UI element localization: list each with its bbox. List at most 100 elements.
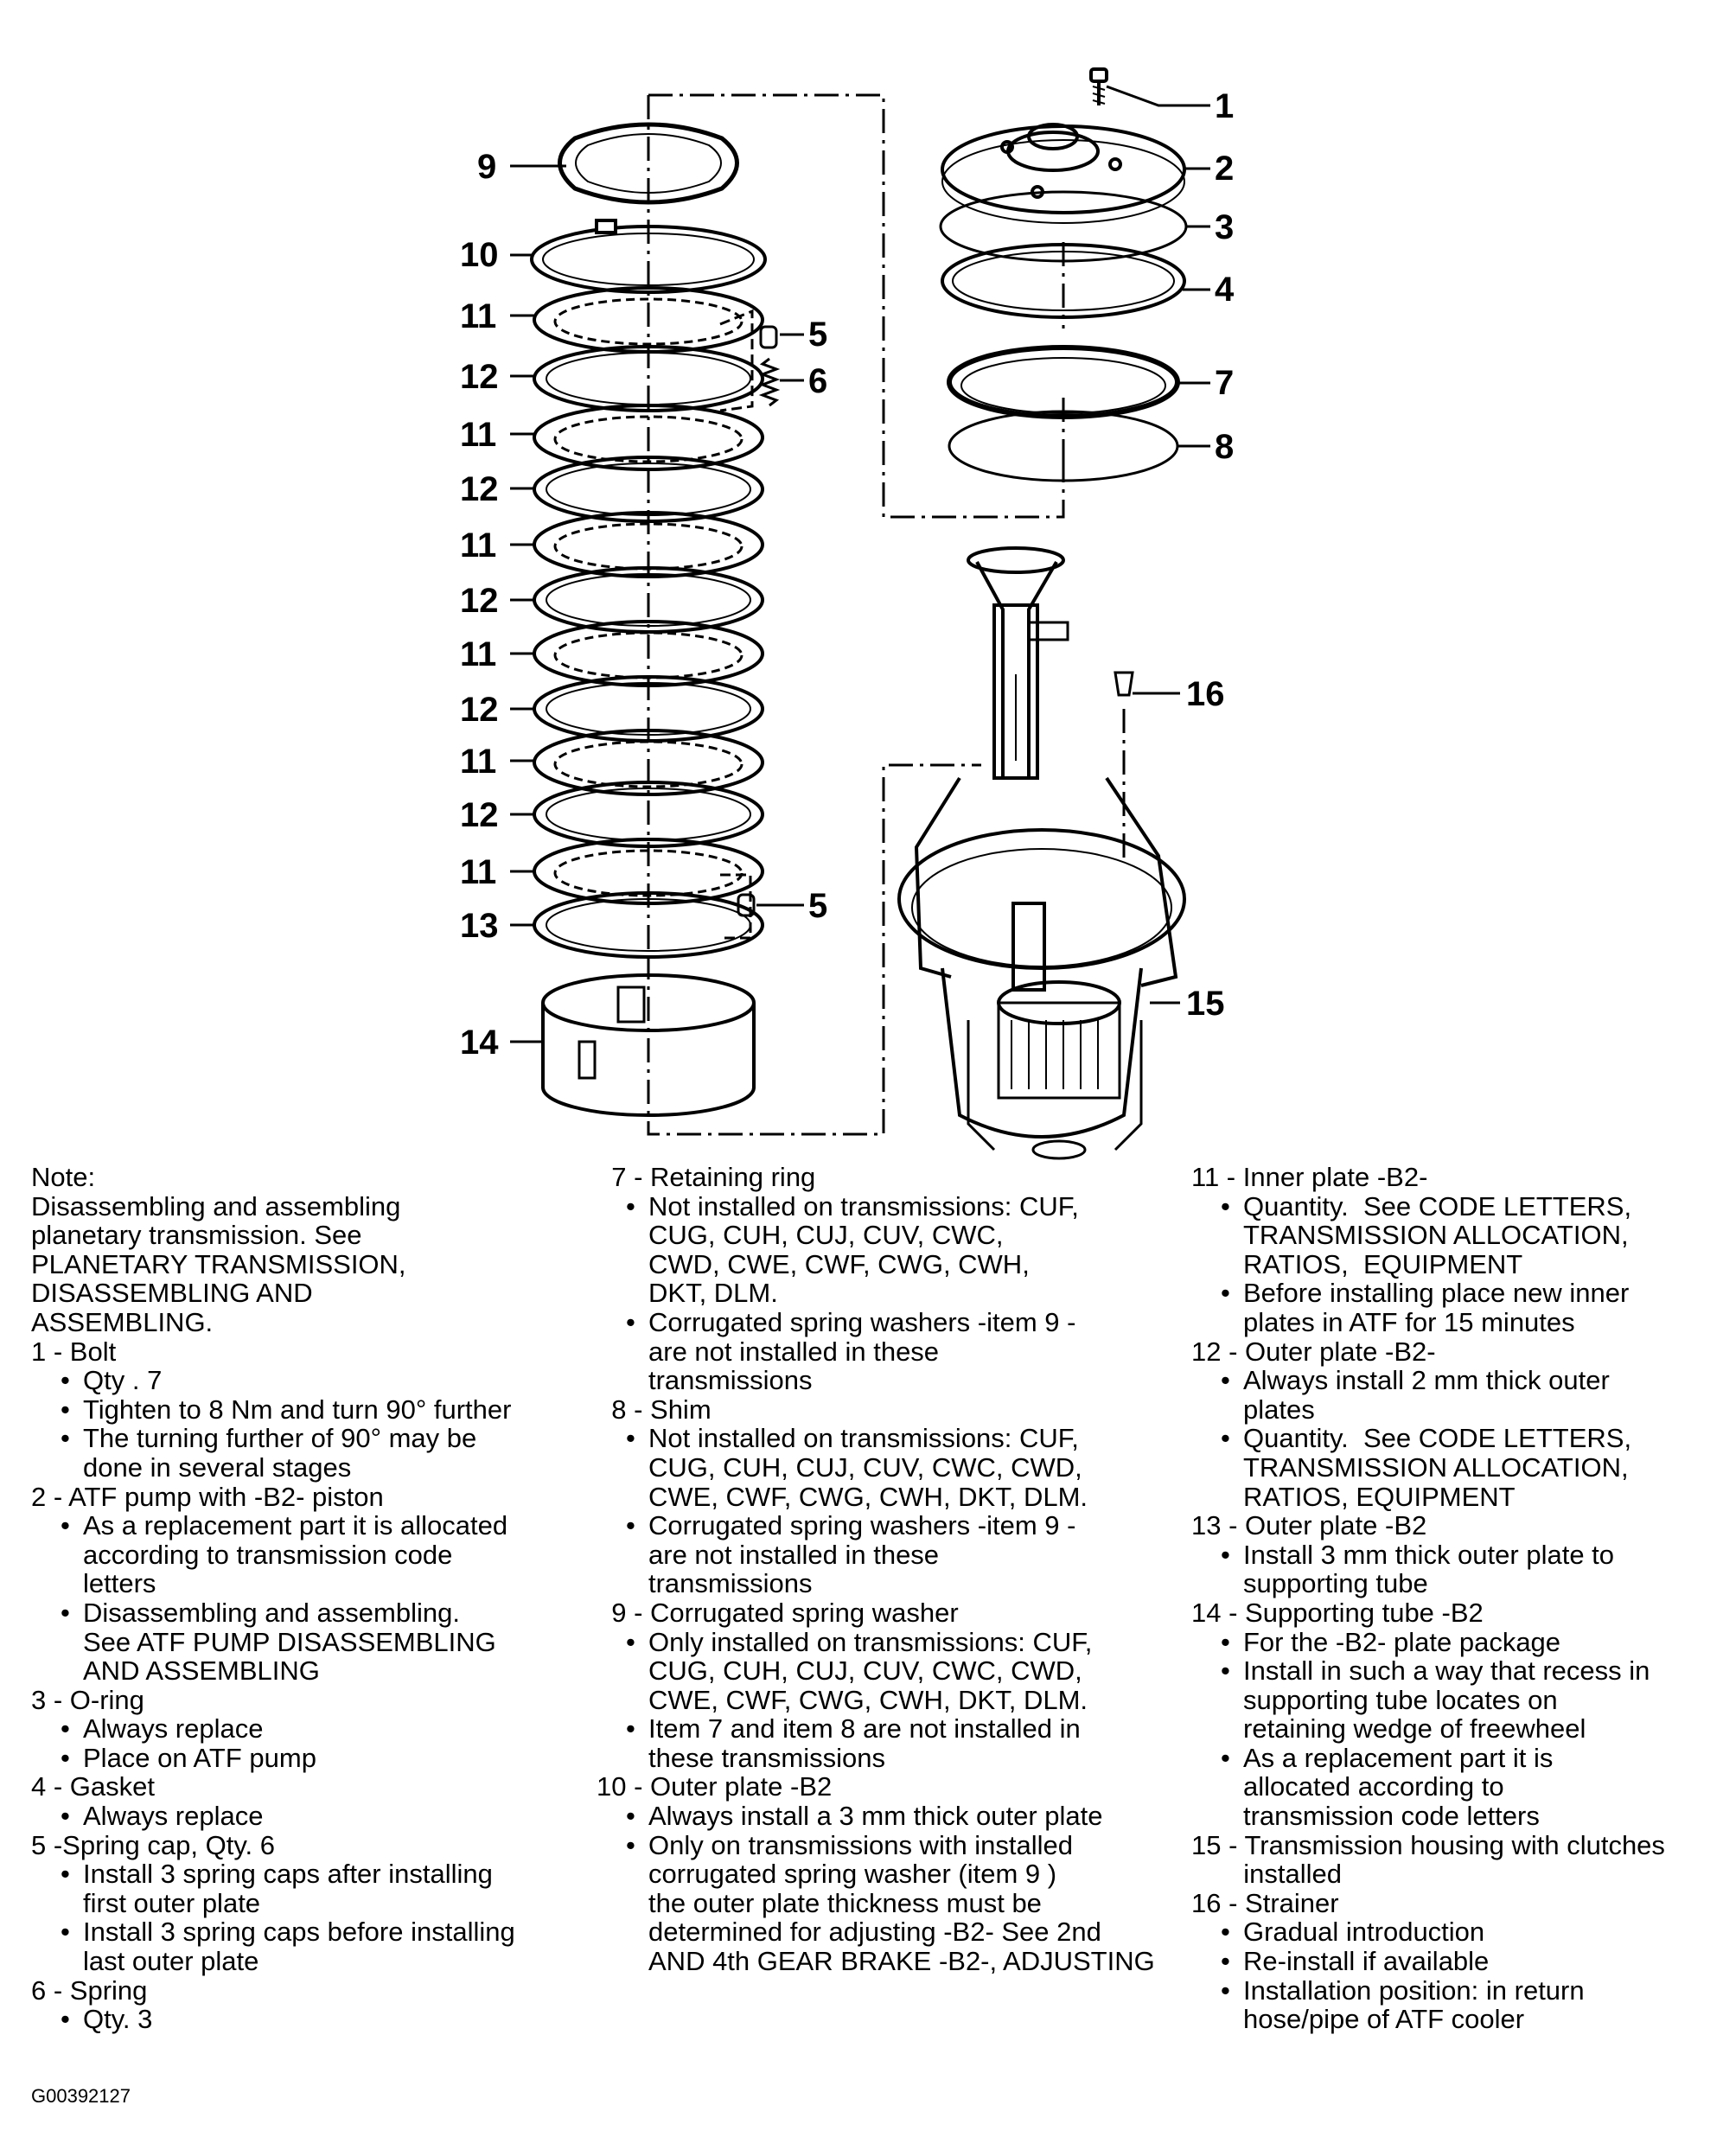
legend-bullet-line: Qty . 7 xyxy=(83,1365,163,1396)
legend-item-title: 7 - Retaining ring xyxy=(597,1162,816,1192)
note-line: ASSEMBLING. xyxy=(31,1306,214,1337)
strainer xyxy=(1114,671,1134,697)
legend-bullet-line: Not installed on transmissions: CUF, xyxy=(648,1423,1079,1454)
legend-item-title: 16 - Strainer xyxy=(1191,1887,1339,1918)
legend-item-title: 12 - Outer plate -B2- xyxy=(1191,1336,1436,1367)
legend-bullet-line: Install in such a way that recess in xyxy=(1243,1655,1650,1687)
legend-item-title: 3 - O-ring xyxy=(31,1684,144,1715)
legend-item: 7 - Retaining ringNot installed on trans… xyxy=(597,1163,1193,1395)
legend-bullet-line: CWD, CWE, CWF, CWG, CWH, xyxy=(648,1248,1030,1279)
note-line: DISASSEMBLING AND xyxy=(31,1278,313,1309)
callout-5: 5 xyxy=(808,316,827,354)
legend-bullet: Qty. 3 xyxy=(57,2005,584,2034)
legend-item-title: 4 - Gasket xyxy=(31,1771,155,1802)
legend-bullet-line: first outer plate xyxy=(83,1887,261,1918)
legend-bullet-line: determined for adjusting -B2- See 2nd xyxy=(648,1917,1101,1948)
callout-13: 13 xyxy=(460,907,499,945)
legend-item-title: 11 - Inner plate -B2- xyxy=(1191,1162,1428,1192)
legend-bullet-line: retaining wedge of freewheel xyxy=(1243,1713,1586,1745)
legend-bullet-line: Corrugated spring washers -item 9 - xyxy=(648,1306,1076,1337)
legend-bullet: Tighten to 8 Nm and turn 90° further xyxy=(57,1395,584,1425)
callout-6: 6 xyxy=(808,362,827,400)
legend-item: 10 - Outer plate -B2Always install a 3 m… xyxy=(597,1772,1193,1975)
legend-bullet-line: Install 3 spring caps before installing xyxy=(83,1917,515,1948)
legend-bullet-line: Re-install if available xyxy=(1243,1946,1490,1977)
legend-bullet-line: Tighten to 8 Nm and turn 90° further xyxy=(83,1394,512,1425)
legend-items: 7 - Retaining ringNot installed on trans… xyxy=(597,1163,1193,1976)
legend-bullet-line: DKT, DLM. xyxy=(648,1278,778,1309)
legend-bullet-line: transmissions xyxy=(648,1365,813,1396)
legend-bullet-line: Before installing place new inner xyxy=(1243,1278,1630,1309)
outer-plate-10 xyxy=(530,219,767,294)
legend-item: 15 - Transmission housing with clutches … xyxy=(1191,1831,1723,1889)
callout-14: 14 xyxy=(460,1024,499,1062)
callout-11: 11 xyxy=(460,853,496,891)
spring-cap-bracket xyxy=(719,309,754,940)
legend-item: 12 - Outer plate -B2-Always install 2 mm… xyxy=(1191,1336,1723,1512)
bolt xyxy=(1089,67,1108,105)
callout-9: 9 xyxy=(477,148,496,186)
legend-bullet-line: Always replace xyxy=(83,1801,264,1832)
atf-pump xyxy=(941,123,1186,224)
legend-item: 4 - GasketAlways replace xyxy=(31,1772,584,1830)
legend-bullet-line: are not installed in these xyxy=(648,1539,940,1570)
legend-bullet-line: letters xyxy=(83,1568,156,1599)
callout-16: 16 xyxy=(1186,675,1225,713)
legend-column-3: 11 - Inner plate -B2-Quantity. See CODE … xyxy=(1191,1163,1723,2034)
callout-8: 8 xyxy=(1215,428,1234,466)
callout-11: 11 xyxy=(460,526,496,565)
legend-bullet-line: supporting tube xyxy=(1243,1568,1428,1599)
callout-11: 11 xyxy=(460,743,496,781)
legend-bullet: Corrugated spring washers -item 9 -are n… xyxy=(622,1511,1193,1598)
legend-item-title: 15 - Transmission housing with clutches xyxy=(1191,1829,1665,1860)
legend-item: 6 - SpringQty. 3 xyxy=(31,1976,584,2034)
callout-2: 2 xyxy=(1215,150,1234,188)
legend-bullet-line: AND 4th GEAR BRAKE -B2-, ADJUSTING xyxy=(648,1946,1155,1977)
legend-bullet-line: done in several stages xyxy=(83,1451,352,1483)
legend-bullet-line: CUG, CUH, CUJ, CUV, CWC, xyxy=(648,1220,1004,1251)
legend-item-title: 8 - Shim xyxy=(597,1394,712,1425)
callout-7: 7 xyxy=(1215,364,1234,402)
legend-bullet: Always replace xyxy=(57,1802,584,1831)
legend-bullet-line: RATIOS, EQUIPMENT xyxy=(1243,1481,1516,1512)
callout-1: 1 xyxy=(1215,87,1234,125)
legend-bullet: Always replace xyxy=(57,1714,584,1744)
legend-bullet: Corrugated spring washers -item 9 -are n… xyxy=(622,1308,1193,1395)
legend-bullet-line: Always install a 3 mm thick outer plate xyxy=(648,1801,1103,1832)
supporting-tube xyxy=(541,973,756,1117)
legend-bullet: Only installed on transmissions: CUF,CUG… xyxy=(622,1627,1193,1715)
legend-bullet-line: transmission code letters xyxy=(1243,1801,1540,1832)
legend-bullet-line: transmissions xyxy=(648,1568,813,1599)
legend-item: 3 - O-ringAlways replacePlace on ATF pum… xyxy=(31,1686,584,1773)
legend-bullet-line: the outer plate thickness must be xyxy=(648,1887,1042,1918)
legend-bullet-line: Place on ATF pump xyxy=(83,1742,316,1773)
corrugated-spring-washer xyxy=(558,122,739,205)
legend-bullet-line: Qty. 3 xyxy=(83,2004,153,2035)
legend-bullet: Before installing place new innerplates … xyxy=(1217,1279,1723,1336)
legend-bullet-line: RATIOS, EQUIPMENT xyxy=(1243,1248,1523,1279)
callout-11: 11 xyxy=(460,416,496,454)
callout-4: 4 xyxy=(1215,271,1235,309)
legend-item: 16 - StrainerGradual introductionRe-inst… xyxy=(1191,1889,1723,2034)
callout-15: 15 xyxy=(1186,985,1225,1023)
legend-item: 9 - Corrugated spring washerOnly install… xyxy=(597,1598,1193,1773)
legend-column-2: 7 - Retaining ringNot installed on trans… xyxy=(597,1163,1193,1976)
legend-bullet-line: are not installed in these xyxy=(648,1336,940,1367)
callout-5: 5 xyxy=(808,887,827,925)
legend-bullet: Install 3 mm thick outer plate tosupport… xyxy=(1217,1540,1723,1598)
legend-bullet: As a replacement part it is allocatedacc… xyxy=(57,1511,584,1598)
legend-bullet-line: Gradual introduction xyxy=(1243,1917,1485,1948)
legend-bullet: Not installed on transmissions: CUF,CUG,… xyxy=(622,1424,1193,1511)
legend-bullet: Quantity. See CODE LETTERS,TRANSMISSION … xyxy=(1217,1191,1723,1279)
legend-items: 1 - BoltQty . 7Tighten to 8 Nm and turn … xyxy=(31,1336,584,2034)
legend-bullet-line: CUG, CUH, CUJ, CUV, CWC, CWD, xyxy=(648,1451,1082,1483)
callout-3: 3 xyxy=(1215,208,1234,246)
legend-item-title-continued: installed xyxy=(1191,1859,1343,1890)
legend-item: 8 - ShimNot installed on transmissions: … xyxy=(597,1395,1193,1598)
legend-bullet-line: For the -B2- plate package xyxy=(1243,1626,1561,1657)
legend-bullet: Item 7 and item 8 are not installed inth… xyxy=(622,1714,1193,1772)
